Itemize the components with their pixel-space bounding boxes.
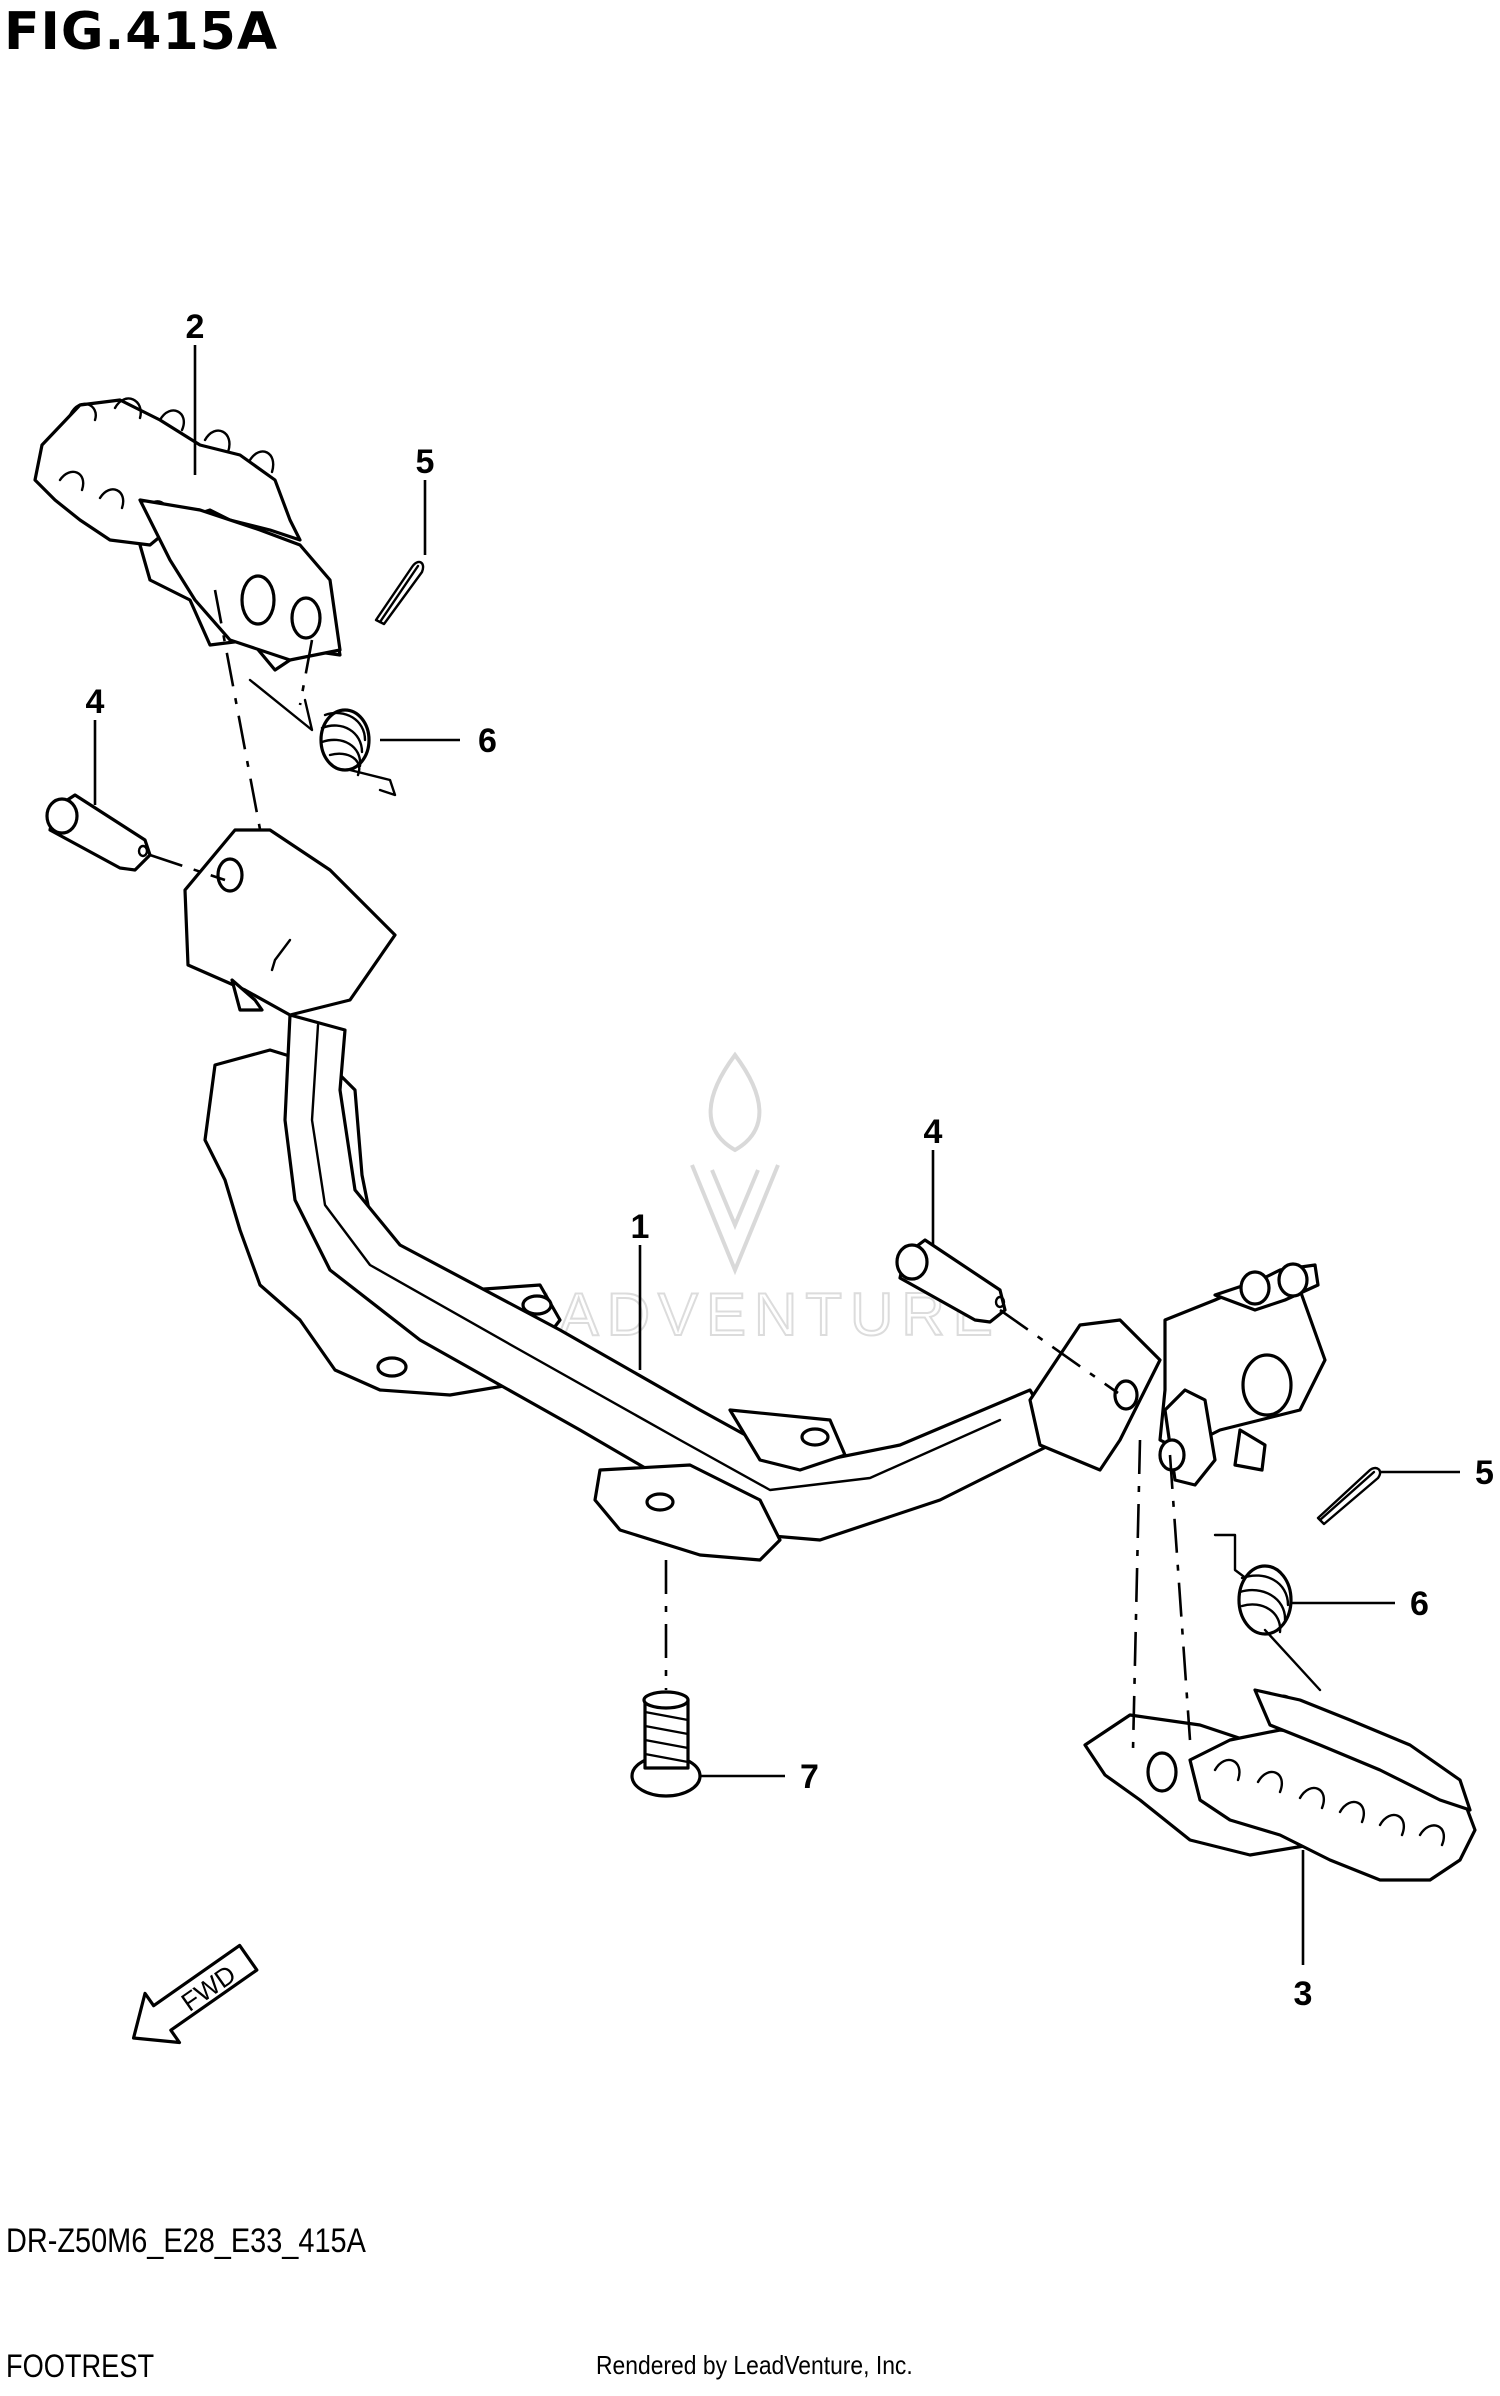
part-5-upper-cotter-pin: [374, 560, 425, 626]
callout-7: 7: [800, 1758, 819, 1796]
callout-6-lower: 6: [1410, 1585, 1429, 1623]
figure-title: FIG.415A: [4, 2, 279, 62]
callout-numbers: 2 5 4 6 1 4 5 6 7 3: [86, 308, 1494, 2013]
section-name: FOOTREST: [6, 2348, 155, 2384]
part-6-lower-spring: [1213, 1533, 1322, 1692]
part-6-upper-spring: [248, 678, 397, 797]
callout-5-lower: 5: [1475, 1454, 1494, 1492]
callout-leaders: [93, 345, 1460, 1965]
callout-4-right: 4: [924, 1113, 943, 1151]
part-1-footrest-bracket: [183, 828, 1327, 1562]
callout-6-upper: 6: [478, 722, 497, 760]
part-7-bolt: [630, 1690, 702, 1798]
forward-direction-arrow: FWD: [131, 1943, 259, 2045]
assembly-centerlines: [149, 589, 1192, 1751]
part-3-right-footrest: [1083, 1688, 1477, 1882]
rendered-by-credit: Rendered by LeadVenture, Inc.: [596, 2350, 913, 2380]
callout-1: 1: [631, 1208, 650, 1246]
callout-2: 2: [186, 308, 205, 346]
part-5-lower-cotter-pin: [1316, 1466, 1382, 1526]
callout-5-upper: 5: [416, 443, 435, 481]
part-4-right-pin: [895, 1238, 1007, 1324]
part-2-left-footrest: [33, 397, 342, 672]
part-4-left-pin: [45, 793, 152, 872]
model-code: DR-Z50M6_E28_E33_415A: [6, 2222, 366, 2260]
callout-4-left: 4: [86, 683, 105, 721]
callout-3: 3: [1294, 1975, 1313, 2013]
